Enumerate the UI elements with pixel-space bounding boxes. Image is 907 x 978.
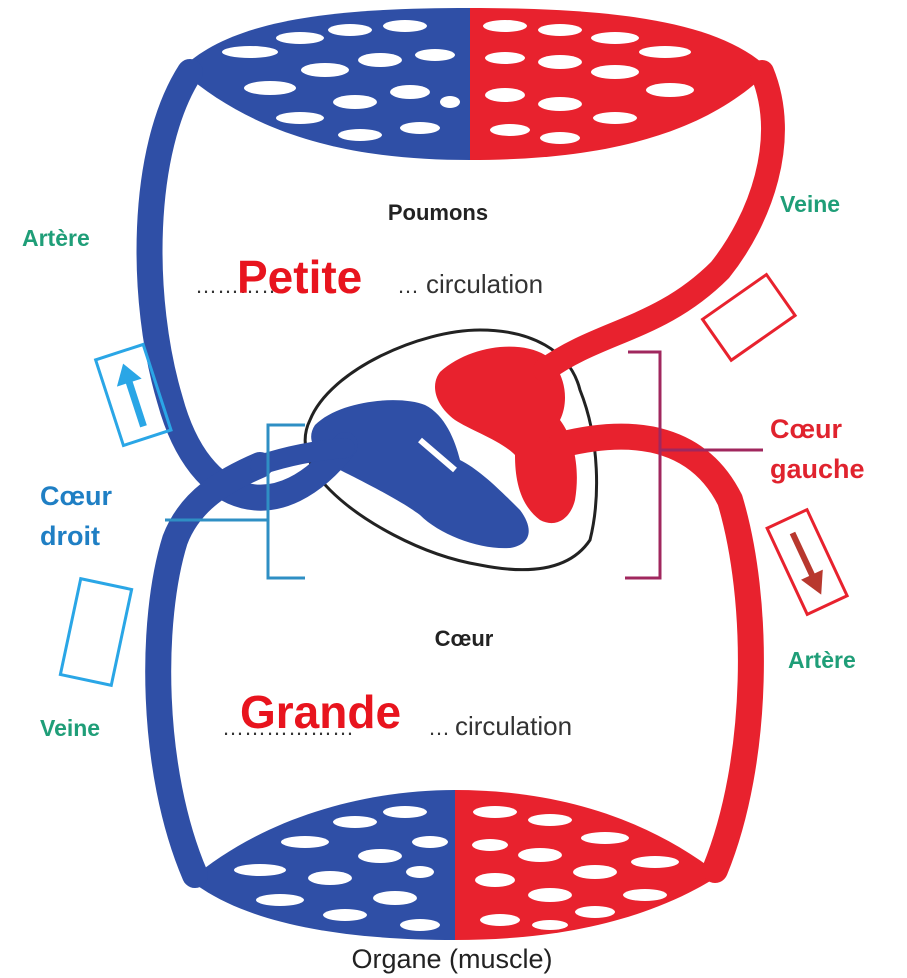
grande-dots-after: … — [428, 715, 450, 740]
lungs-label: Poumons — [388, 200, 488, 225]
vena-cava — [158, 465, 260, 875]
grande-suffix: circulation — [455, 711, 572, 741]
organ-capillaries — [190, 790, 720, 940]
petite-answer: Petite — [237, 251, 362, 303]
artery-label-right: Artère — [788, 647, 856, 673]
lung-capillaries — [180, 8, 770, 160]
right-heart-label-1: Cœur — [40, 481, 112, 511]
organ-label: Organe (muscle) — [351, 944, 552, 974]
right-heart-label-2: droit — [40, 521, 100, 551]
heart-label: Cœur — [435, 626, 494, 651]
vein-label-left: Veine — [40, 715, 100, 741]
artery-label-left: Artère — [22, 225, 90, 251]
grande-answer: Grande — [240, 686, 401, 738]
petite-dots-after: … — [397, 273, 419, 298]
vein-label-right: Veine — [780, 191, 840, 217]
left-heart-label-1: Cœur — [770, 414, 842, 444]
arrow-box-down-right — [767, 510, 847, 615]
empty-box-bottom-left — [60, 579, 131, 686]
left-heart-label-2: gauche — [770, 454, 865, 484]
petite-suffix: circulation — [426, 269, 543, 299]
